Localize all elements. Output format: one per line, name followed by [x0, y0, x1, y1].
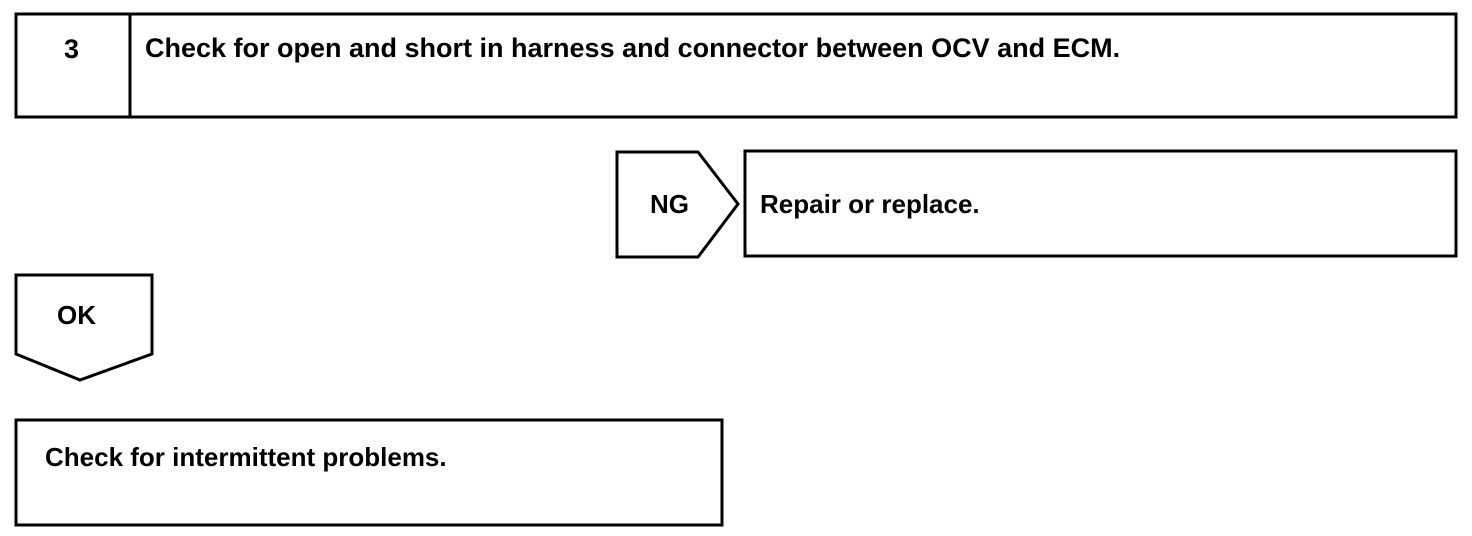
ok-action-text: Check for intermittent problems.	[45, 442, 447, 472]
step-number: 3	[64, 34, 80, 64]
ok-result-box	[14, 418, 724, 527]
ok-arrow-shape	[14, 273, 154, 382]
step-box	[14, 12, 1458, 119]
ng-result-box	[743, 149, 1458, 258]
step-title: Check for open and short in harness and …	[145, 33, 1121, 63]
ng-action-text: Repair or replace.	[760, 189, 980, 219]
ok-label: OK	[57, 300, 96, 330]
ng-arrow-shape	[615, 150, 740, 259]
ng-label: NG	[650, 189, 689, 219]
